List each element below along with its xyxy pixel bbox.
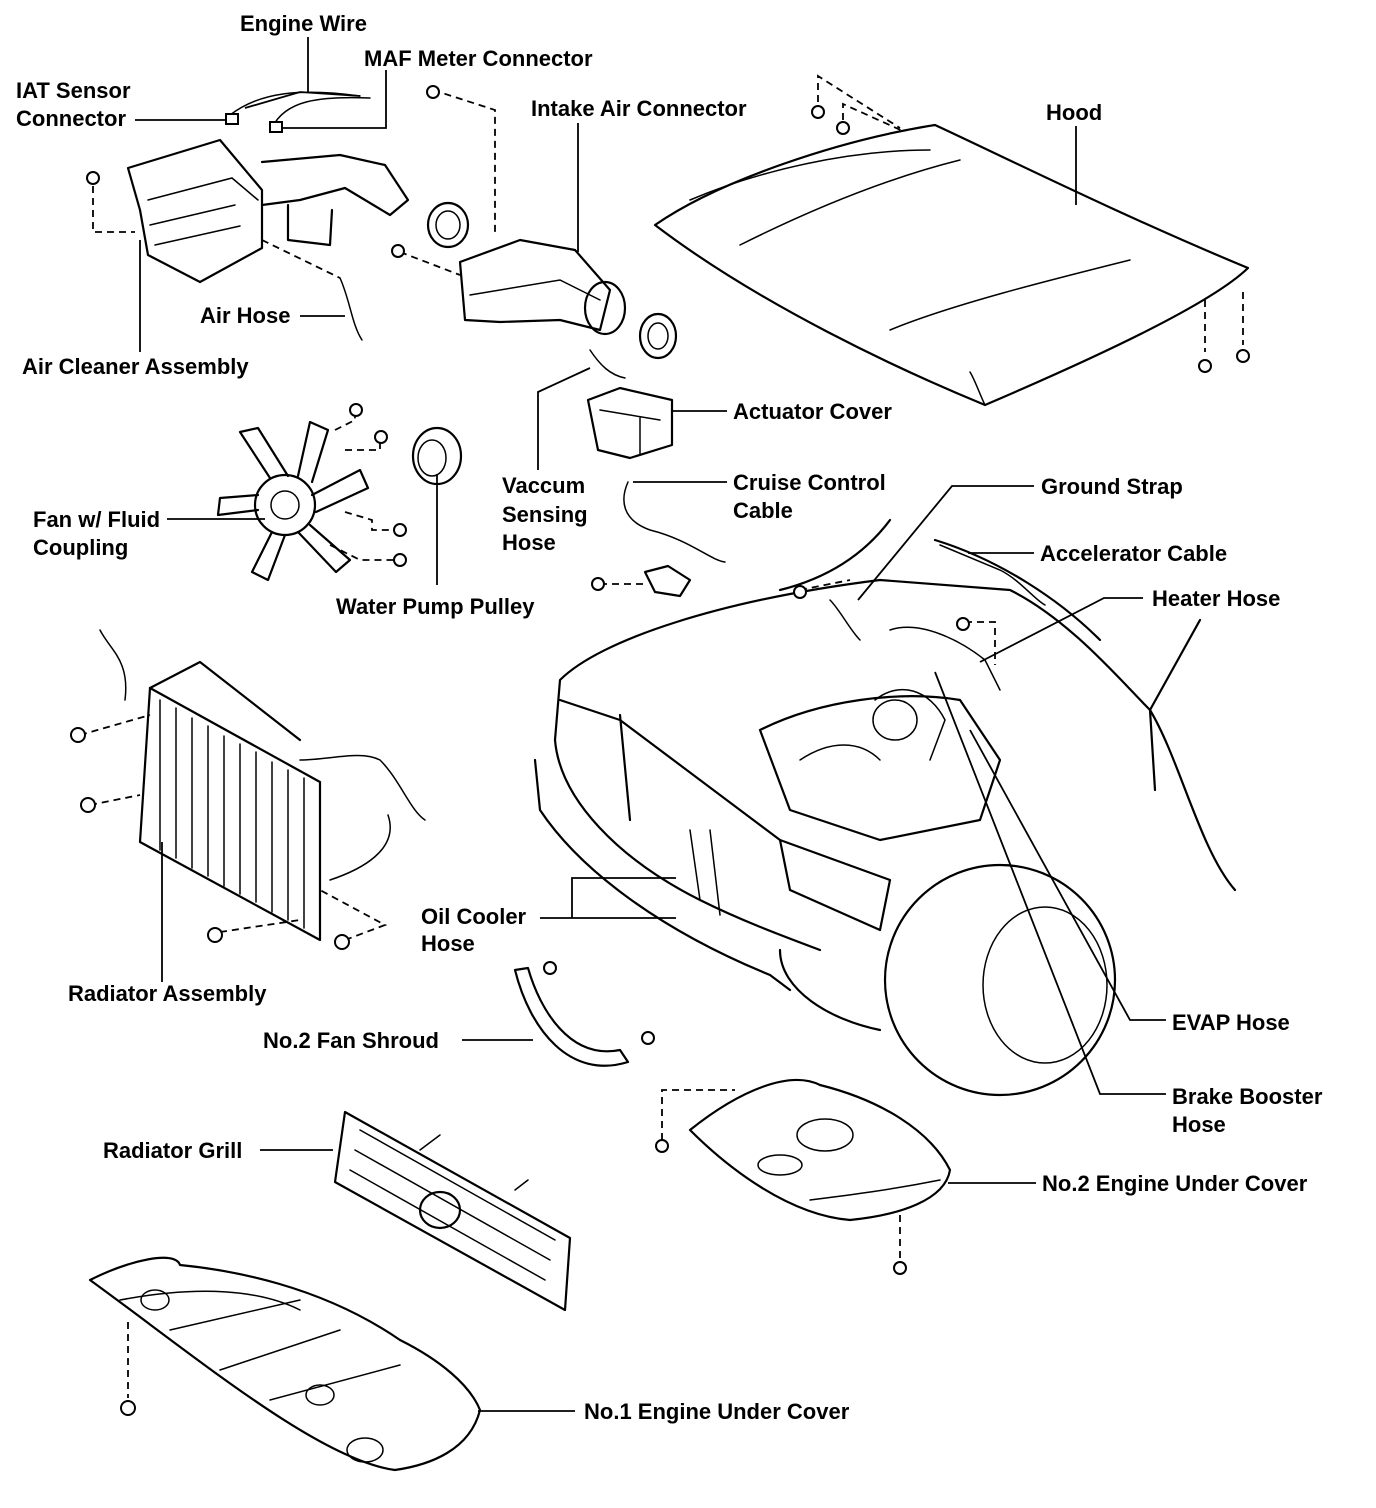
label-accelerator-cable: Accelerator Cable: [1040, 541, 1227, 566]
vehicle-front-body: [533, 518, 1237, 1097]
actuator-cover: [586, 349, 674, 460]
label-fan-fluid-coupling-line2: Coupling: [33, 535, 128, 560]
hood: [653, 74, 1250, 407]
label-ground-strap: Ground Strap: [1041, 474, 1183, 499]
radiator-assembly: [70, 629, 426, 950]
radiator-grill: [333, 1110, 572, 1312]
label-no2-engine-under-cover: No.2 Engine Under Cover: [1042, 1171, 1308, 1196]
no1-engine-under-cover: [88, 1256, 482, 1472]
label-evap-hose: EVAP Hose: [1172, 1010, 1290, 1035]
label-radiator-assembly: Radiator Assembly: [68, 981, 267, 1006]
leader-lines: [135, 37, 1166, 1412]
label-maf-meter-connector: MAF Meter Connector: [364, 46, 593, 71]
cruise-control-cable: [591, 481, 726, 598]
label-no1-engine-under-cover: No.1 Engine Under Cover: [584, 1399, 850, 1424]
label-vaccum-sensing-hose-line1: Vaccum: [502, 473, 585, 498]
label-actuator-cover: Actuator Cover: [733, 399, 892, 424]
label-oil-cooler-hose-line1: Oil Cooler: [421, 904, 527, 929]
air-cleaner-group: [86, 91, 410, 341]
label-air-cleaner-assembly: Air Cleaner Assembly: [22, 354, 249, 379]
label-no2-fan-shroud: No.2 Fan Shroud: [263, 1028, 439, 1053]
label-engine-wire: Engine Wire: [240, 11, 367, 36]
label-vaccum-sensing-hose-line2: Sensing: [502, 502, 588, 527]
intake-air-connector: [391, 85, 678, 360]
label-radiator-grill: Radiator Grill: [103, 1138, 242, 1163]
label-intake-air-connector: Intake Air Connector: [531, 96, 747, 121]
label-oil-cooler-hose-line2: Hose: [421, 931, 475, 956]
fan-fluid-coupling: [216, 403, 407, 582]
label-hood: Hood: [1046, 100, 1102, 125]
label-cruise-control-cable-line2: Cable: [733, 498, 793, 523]
label-cruise-control-cable-line1: Cruise Control: [733, 470, 886, 495]
no2-engine-under-cover: [655, 1078, 952, 1275]
label-iat-sensor-connector-line2: Connector: [16, 106, 126, 131]
labels: Engine Wire MAF Meter Connector IAT Sens…: [16, 11, 1323, 1424]
label-brake-booster-hose-line2: Hose: [1172, 1112, 1226, 1137]
label-brake-booster-hose-line1: Brake Booster: [1172, 1084, 1323, 1109]
label-water-pump-pulley: Water Pump Pulley: [336, 594, 535, 619]
label-heater-hose: Heater Hose: [1152, 586, 1280, 611]
no2-fan-shroud: [513, 961, 655, 1067]
label-air-hose: Air Hose: [200, 303, 290, 328]
water-pump-pulley: [411, 426, 463, 486]
label-vaccum-sensing-hose-line3: Hose: [502, 530, 556, 555]
label-iat-sensor-connector-line1: IAT Sensor: [16, 78, 131, 103]
label-fan-fluid-coupling-line1: Fan w/ Fluid: [33, 507, 160, 532]
